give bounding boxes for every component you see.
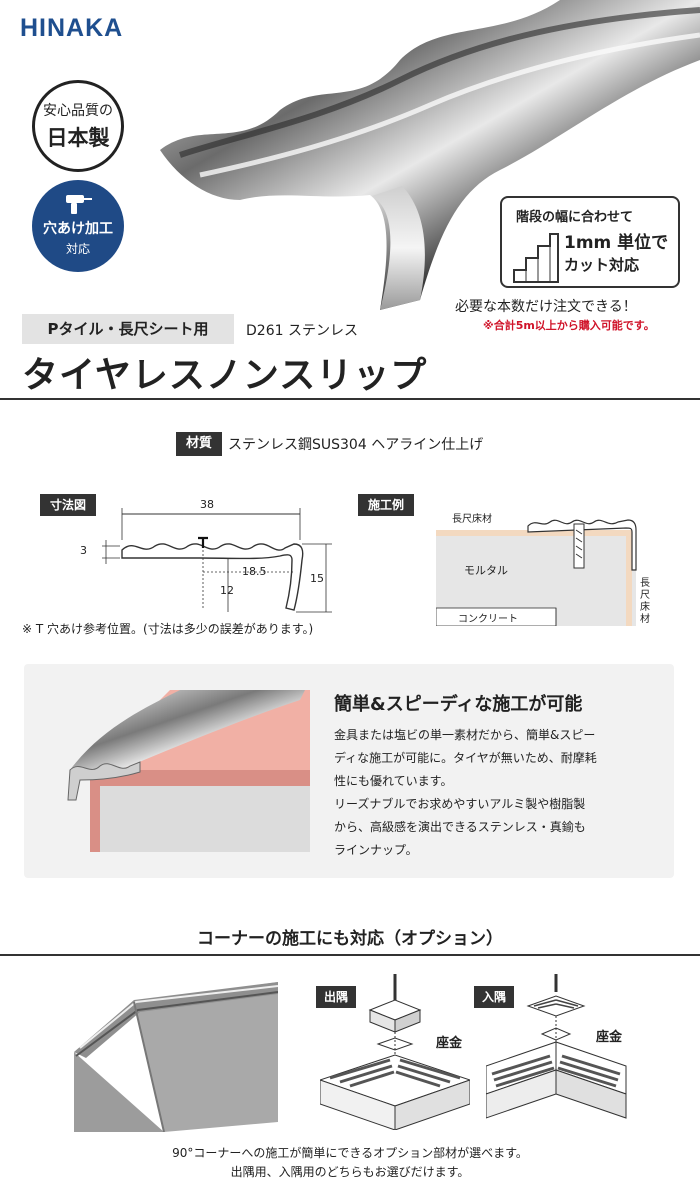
label-floor-side: 長尺床材 xyxy=(640,578,650,625)
stairs-icon xyxy=(513,233,559,283)
divider xyxy=(0,398,700,400)
cut-line: カット対応 xyxy=(564,256,640,274)
cut-to-size-box: 階段の幅に合わせて 1mm 単位で カット対応 xyxy=(500,196,680,288)
label-floor-top: 長尺床材 xyxy=(452,514,492,525)
feature-line: ディな施工が可能に。タイヤが無いため、耐摩耗 xyxy=(334,751,597,765)
category-chip: Pタイル・長尺シート用 xyxy=(22,314,234,344)
feature-line: 性にも優れています。 xyxy=(334,774,453,788)
label-mortar: モルタル xyxy=(464,564,508,577)
washer-label: 座金 xyxy=(436,1036,463,1051)
material-label: 材質 xyxy=(176,432,222,456)
order-note: ※合計5m以上から購入可能です。 xyxy=(483,319,655,332)
product-hero-image xyxy=(160,0,700,310)
drill-icon xyxy=(66,195,92,214)
label-concrete: コンクリート xyxy=(458,614,518,625)
brand-logo: HINAKA xyxy=(20,14,124,42)
dim-38: 38 xyxy=(200,498,214,511)
corner-caption: 出隅用、入隅用のどちらもお選びだけます。 xyxy=(230,1165,470,1179)
feature-product-image xyxy=(67,690,310,852)
dimension-note: ※ T 穴あけ参考位置。(寸法は多少の誤差があります。) xyxy=(22,622,314,636)
material-value: ステンレス鋼SUS304 ヘアライン仕上げ xyxy=(228,437,484,453)
feature-line: から、高級感を演出できるステンレス・真鍮も xyxy=(334,820,586,834)
cut-line: 階段の幅に合わせて xyxy=(516,210,634,225)
corner-caption: 90°コーナーへの施工が簡単にできるオプション部材が選べます。 xyxy=(172,1146,528,1160)
badge-line: 対応 xyxy=(65,241,90,256)
dimension-drawing xyxy=(102,508,332,613)
model-number: D261 ステンレス xyxy=(246,323,358,339)
product-title: タイヤレスノンスリップ xyxy=(22,355,428,396)
feature-body: 金具または塩ビの単一素材だから、簡単&スピー ディな施工が可能に。タイヤが無いた… xyxy=(334,724,664,862)
install-tag: 施工例 xyxy=(358,494,414,516)
inner-corner-diagram xyxy=(486,974,627,1119)
feature-title: 簡単&スピーディな施工が可能 xyxy=(334,694,583,715)
made-in-japan-badge: 安心品質の 日本製 xyxy=(32,80,124,172)
corner-photo xyxy=(74,982,278,1132)
dim-12: 12 xyxy=(220,584,234,597)
badge-line: 穴あけ加工 xyxy=(43,220,113,237)
feature-line: ラインナップ。 xyxy=(334,843,418,857)
feature-line: リーズナブルでお求めやすいアルミ製や樹脂製 xyxy=(334,797,586,811)
badge-line: 安心品質の xyxy=(43,103,113,119)
outer-corner-diagram xyxy=(320,974,470,1130)
dim-3: 3 xyxy=(80,544,87,557)
corner-title: コーナーの施工にも対応（オプション） xyxy=(197,929,503,949)
washer-label: 座金 xyxy=(596,1030,623,1045)
order-text: 必要な本数だけ注文できる！ xyxy=(455,299,637,315)
dimension-tag: 寸法図 xyxy=(40,494,96,516)
inner-corner-tag: 入隅 xyxy=(474,986,514,1008)
cut-line: 1mm 単位で xyxy=(564,233,669,253)
feature-line: 金具または塩ビの単一素材だから、簡単&スピー xyxy=(334,728,596,742)
install-drawing xyxy=(436,519,637,626)
dim-18-5: 18.5 xyxy=(242,565,267,578)
outer-corner-tag: 出隅 xyxy=(316,986,356,1008)
badge-line: 日本製 xyxy=(46,125,110,150)
dim-15: 15 xyxy=(310,572,324,585)
divider xyxy=(0,954,700,956)
drilling-badge: 穴あけ加工 対応 xyxy=(32,180,124,272)
